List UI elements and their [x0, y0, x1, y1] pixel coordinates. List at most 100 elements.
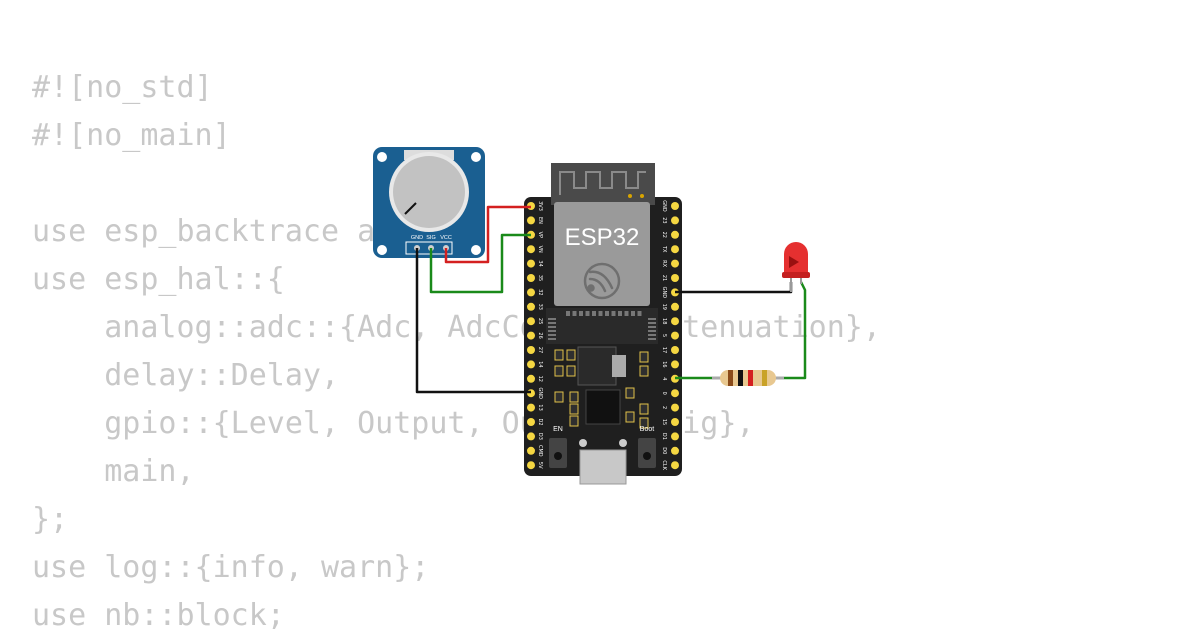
module-pad — [637, 311, 642, 316]
pin-label: D2 — [537, 418, 543, 425]
led-rim — [782, 272, 810, 278]
smd-part — [625, 411, 635, 423]
smd-part — [569, 391, 579, 403]
usb-mount — [619, 439, 627, 447]
pin-label: CLK — [661, 460, 667, 470]
pin-rx[interactable] — [671, 259, 679, 268]
wire-led-anode-green[interactable] — [776, 281, 807, 380]
resistor[interactable] — [712, 370, 784, 386]
pin-12[interactable] — [527, 374, 535, 383]
pin-d2[interactable] — [527, 418, 535, 426]
pin-clk[interactable] — [671, 461, 679, 470]
pin-label: VP — [537, 232, 543, 238]
pin-label: 25 — [537, 318, 543, 324]
pin-d3[interactable] — [527, 432, 535, 441]
pin-label: GND — [537, 387, 543, 399]
module-pad — [605, 311, 609, 316]
pin-25[interactable] — [527, 317, 535, 326]
module-pad — [648, 318, 656, 320]
pin-2[interactable] — [671, 403, 679, 412]
en-button-cap[interactable] — [554, 452, 562, 460]
wire-gnd-black[interactable] — [415, 248, 531, 394]
pin-34[interactable] — [527, 259, 535, 268]
pot-header — [405, 241, 453, 255]
pin-d0[interactable] — [671, 446, 679, 455]
smd-part — [639, 403, 649, 415]
pin-0[interactable] — [671, 389, 679, 398]
pin-label: D1 — [661, 433, 667, 440]
pin-27[interactable] — [527, 346, 535, 354]
pin-label: 2 — [661, 406, 667, 409]
wire-vcc-red[interactable] — [444, 205, 531, 264]
pin-gnd[interactable] — [671, 202, 679, 210]
mount-hole — [377, 152, 387, 162]
esp32-board[interactable]: ESP32 EN Boot 3V3ENVPVN34353233252627141… — [524, 163, 682, 485]
pin-5v[interactable] — [527, 461, 535, 470]
pin-18[interactable] — [671, 317, 679, 326]
pin-32[interactable] — [527, 288, 535, 297]
pin-label: 17 — [661, 347, 667, 353]
wire-led-gnd-black[interactable] — [675, 282, 793, 294]
pin-label: 18 — [661, 318, 667, 324]
led-dome — [784, 242, 808, 276]
red-led[interactable] — [782, 242, 810, 292]
pin-21[interactable] — [671, 274, 679, 282]
pin-15[interactable] — [671, 418, 679, 426]
module-pad — [624, 311, 629, 316]
code-background: #![no_std]#![no_main]use esp_backtrace a… — [32, 64, 881, 640]
pin-label: 12 — [537, 376, 543, 382]
pin-label: VN — [537, 246, 543, 253]
module-pad — [598, 311, 603, 316]
pin-26[interactable] — [527, 331, 535, 340]
pin-cmd[interactable] — [527, 446, 535, 455]
pin-35[interactable] — [527, 274, 535, 282]
pin-16[interactable] — [671, 360, 679, 369]
module-pad — [548, 330, 556, 332]
pin-label: GND — [661, 200, 667, 212]
pin-14[interactable] — [527, 360, 535, 369]
pin-label: 23 — [661, 217, 667, 223]
pot-pin-label: SIG — [426, 235, 435, 241]
pin-33[interactable] — [527, 302, 535, 311]
boot-button-cap[interactable] — [643, 452, 651, 460]
pin-label: 19 — [661, 304, 667, 310]
smd-part — [554, 391, 564, 403]
pin-label: CMD — [537, 445, 543, 457]
smd-part — [639, 365, 649, 377]
pin-22[interactable] — [671, 230, 679, 239]
smd-part — [625, 387, 635, 399]
module-pad — [548, 318, 556, 320]
pin-label: 0 — [661, 392, 667, 395]
resistor-band — [738, 370, 743, 386]
pin-13[interactable] — [527, 403, 535, 412]
pin-17[interactable] — [671, 346, 679, 354]
module-pad — [648, 330, 656, 332]
module-pad — [631, 311, 635, 316]
pin-label: 27 — [537, 347, 543, 353]
espressif-logo-icon — [583, 262, 621, 300]
micro-usb-port[interactable] — [579, 449, 627, 485]
smd-components — [554, 349, 649, 429]
module-pad — [579, 311, 583, 316]
wire-sig-green[interactable] — [429, 233, 531, 294]
pot-pin-label: VCC — [440, 235, 452, 241]
module-pad — [618, 311, 622, 316]
module-pad — [572, 311, 577, 316]
pot-knob[interactable] — [393, 156, 465, 228]
antenna-dot — [640, 194, 644, 198]
pot-pin-label: GND — [411, 235, 423, 241]
pin-en[interactable] — [527, 216, 535, 225]
smd-part — [639, 351, 649, 363]
pin-5[interactable] — [671, 331, 679, 340]
pin-vn[interactable] — [527, 245, 535, 254]
pin-23[interactable] — [671, 216, 679, 225]
pin-tx[interactable] — [671, 245, 679, 254]
pin-19[interactable] — [671, 302, 679, 311]
module-pad — [548, 338, 556, 340]
pin-d1[interactable] — [671, 432, 679, 441]
pin-label: 3V3 — [537, 201, 543, 211]
pin-label: D0 — [661, 447, 667, 454]
resistor-band — [748, 370, 753, 386]
